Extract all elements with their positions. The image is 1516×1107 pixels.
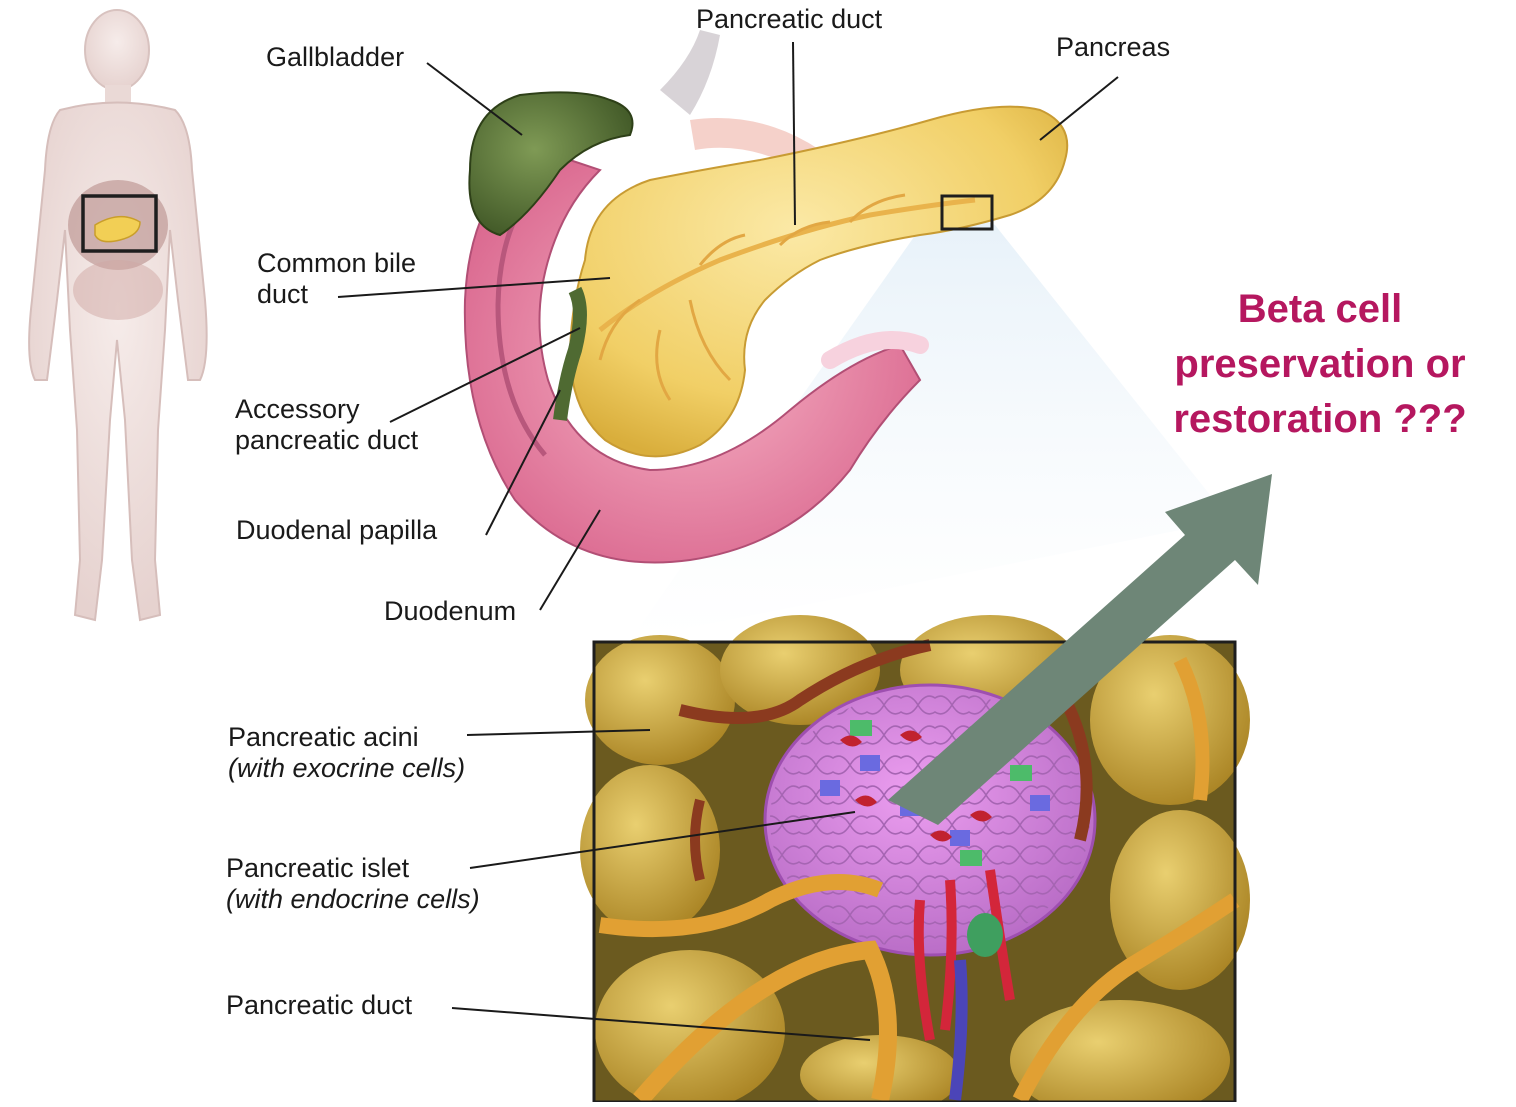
label-islet-line2: (with endocrine cells) bbox=[226, 884, 480, 915]
label-pancreatic-acini: Pancreatic acini (with exocrine cells) bbox=[228, 722, 465, 784]
label-acini-line1: Pancreatic acini bbox=[228, 722, 465, 753]
beta-cell-callout: Beta cell preservation or restoration ??… bbox=[1130, 282, 1510, 447]
human-body-figure bbox=[29, 10, 207, 620]
callout-line3: restoration ??? bbox=[1130, 392, 1510, 447]
label-islet-line1: Pancreatic islet bbox=[226, 853, 480, 884]
magnified-inset bbox=[580, 615, 1250, 1102]
callout-line1: Beta cell bbox=[1130, 282, 1510, 337]
label-common-bile-duct-line1: Common bile bbox=[257, 248, 416, 279]
label-duodenum: Duodenum bbox=[384, 596, 516, 627]
label-common-bile-duct-line2: duct bbox=[257, 279, 416, 310]
label-accessory-line2: pancreatic duct bbox=[235, 425, 418, 456]
label-pancreatic-duct-bottom: Pancreatic duct bbox=[226, 990, 412, 1021]
label-accessory-line1: Accessory bbox=[235, 394, 418, 425]
label-duodenal-papilla: Duodenal papilla bbox=[236, 515, 437, 546]
label-gallbladder: Gallbladder bbox=[266, 42, 404, 73]
label-pancreatic-islet: Pancreatic islet (with endocrine cells) bbox=[226, 853, 480, 915]
label-pancreas: Pancreas bbox=[1056, 32, 1170, 63]
label-acini-line2: (with exocrine cells) bbox=[228, 753, 465, 784]
callout-line2: preservation or bbox=[1130, 337, 1510, 392]
label-pancreatic-duct-top: Pancreatic duct bbox=[696, 4, 882, 35]
label-accessory-pancreatic-duct: Accessory pancreatic duct bbox=[235, 394, 418, 456]
label-common-bile-duct: Common bile duct bbox=[257, 248, 416, 310]
